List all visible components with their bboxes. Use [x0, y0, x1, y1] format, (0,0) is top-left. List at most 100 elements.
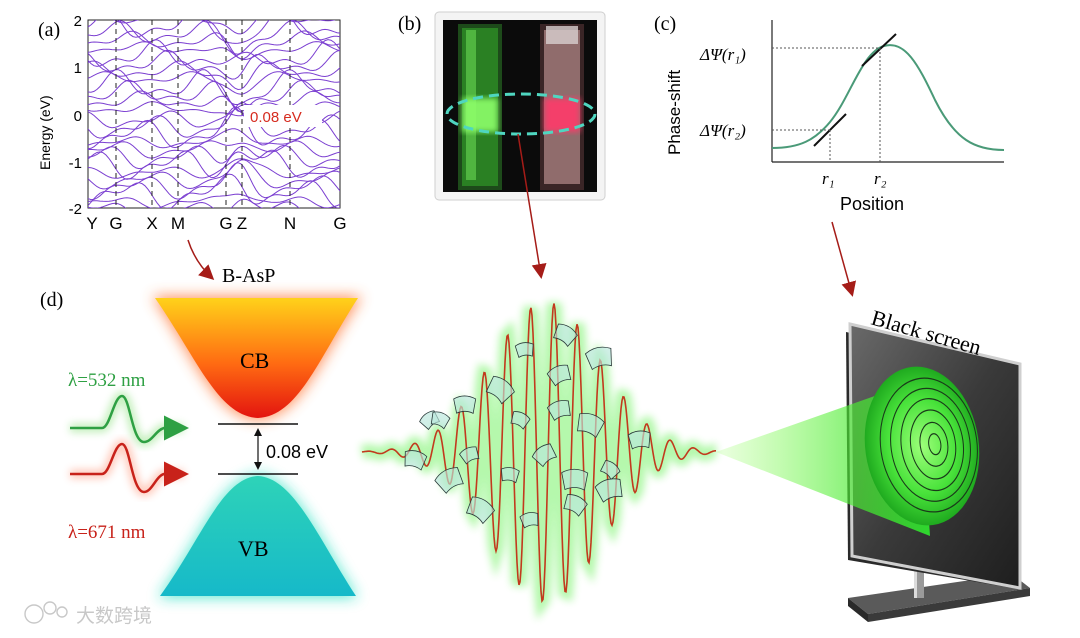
label-dpsi-r2: ΔΨ(r₂) [699, 121, 746, 140]
panel-a-ylabel: Energy (eV) [37, 95, 53, 170]
arrow-c-to-screen [831, 221, 857, 297]
tangent-r2 [861, 33, 897, 67]
panel-a-yticks: 2 1 0 -1 -2 [69, 13, 82, 218]
panel-c: (c) Phase-shift ΔΨ(r₁) ΔΨ(r₂) r₁ r₂ Posi… [654, 13, 1005, 214]
xtick-G3: G [333, 214, 346, 233]
panel-d: (d) B-AsP CB VB 0.08 eV λ=532 nm λ=671 n… [40, 265, 362, 598]
ytick-neg1: -1 [69, 155, 82, 172]
vb-label: VB [238, 536, 269, 561]
band-line [113, 20, 336, 35]
screen-assembly: Black screen [716, 305, 1030, 622]
nanoflake [546, 364, 572, 387]
xtick-G2: G [219, 214, 232, 233]
red-cuvette-cap [546, 26, 578, 44]
ytick-neg2: -2 [69, 201, 82, 218]
highlight-ellipse [445, 92, 597, 136]
panel-a-frame [87, 19, 341, 209]
nanoflake [485, 375, 515, 405]
valence-band [160, 476, 356, 596]
panel-c-label: (c) [654, 13, 676, 35]
panel-a-label: (a) [38, 19, 60, 41]
stand-pole-highlight [914, 548, 917, 598]
band-line [88, 158, 340, 179]
band-line [88, 144, 340, 170]
nanoflake [577, 413, 605, 439]
band-line [88, 60, 340, 91]
band-line [88, 39, 340, 67]
nanoflake [519, 512, 539, 529]
panel-d-label: (d) [40, 289, 63, 311]
nanoflake [553, 323, 578, 348]
watermark-logo-icon [24, 601, 68, 624]
nanoflake [465, 496, 496, 525]
band-line [88, 173, 340, 208]
xtick-Z: Z [237, 214, 247, 233]
band-line [88, 49, 340, 80]
watermark-text: 大数跨境 [76, 605, 152, 627]
red-pulse [70, 442, 189, 494]
nanoflake [430, 411, 451, 430]
stand-base [848, 574, 1030, 614]
interference-rings [879, 377, 978, 513]
band-line [88, 162, 340, 201]
watermark: 大数跨境 [24, 601, 152, 627]
material-label: B-AsP [222, 265, 275, 287]
stand-base-front [868, 588, 1030, 622]
nanoflake [514, 342, 534, 358]
nanoflake [459, 446, 480, 465]
nanoflake [510, 411, 531, 430]
label-r2: r₂ [874, 169, 887, 188]
nanoflake [500, 467, 520, 484]
green-beam-spot [462, 98, 498, 132]
panel-c-ylabel: Phase-shift [665, 70, 684, 155]
gap-arrow-up-head [254, 428, 262, 436]
red-beam-spot [544, 98, 580, 132]
ytick-2: 2 [74, 13, 82, 30]
ytick-0: 0 [74, 108, 82, 125]
nanoflake [453, 395, 477, 414]
xtick-N: N [284, 214, 296, 233]
cb-label: CB [240, 348, 269, 373]
band-line [88, 30, 340, 60]
gap-label: 0.08 eV [266, 442, 328, 462]
nanoflake [594, 478, 623, 503]
green-pulse [70, 394, 189, 444]
stand-pole [914, 548, 924, 598]
nanoflake [561, 468, 589, 491]
xtick-M: M [171, 214, 185, 233]
panel-b-label: (b) [398, 13, 421, 35]
panel-a: (a) Energy (eV) 2 1 0 -1 -2 Y G X M G Z … [37, 13, 347, 233]
label-dpsi-r1: ΔΨ(r₁) [699, 45, 746, 64]
conduction-band [155, 298, 358, 418]
interference-pattern [864, 366, 980, 526]
band-line [88, 159, 340, 190]
band-line [88, 128, 340, 149]
band-line [88, 198, 300, 208]
panel-a-gap-annotation: 0.08 eV [250, 109, 302, 126]
panel-b: (b) [398, 11, 606, 201]
nanoflake [563, 494, 588, 517]
label-r1: r₁ [822, 169, 835, 188]
band-line [88, 90, 340, 114]
ytick-1: 1 [74, 60, 82, 77]
gap-arrow-down-head [254, 462, 262, 470]
arrow-a-to-d [187, 239, 215, 281]
green-wavelength-label: λ=532 nm [68, 370, 146, 391]
phase-shift-curve [771, 44, 1005, 151]
band-line [88, 71, 340, 95]
nanoflake [404, 450, 428, 471]
band-line [88, 102, 340, 139]
xtick-Y: Y [86, 214, 97, 233]
band-line [88, 149, 340, 180]
band-structure-lines [88, 20, 340, 208]
gap-annotation-bg [244, 105, 322, 127]
arrow-b-to-wave [517, 133, 547, 279]
nanoflakes [404, 323, 651, 529]
band-line [88, 140, 340, 159]
band-line [88, 20, 340, 44]
nanoflake [531, 443, 558, 468]
nanoflake [434, 467, 464, 494]
nanoflake [627, 430, 651, 450]
stand-base-side [848, 598, 868, 622]
